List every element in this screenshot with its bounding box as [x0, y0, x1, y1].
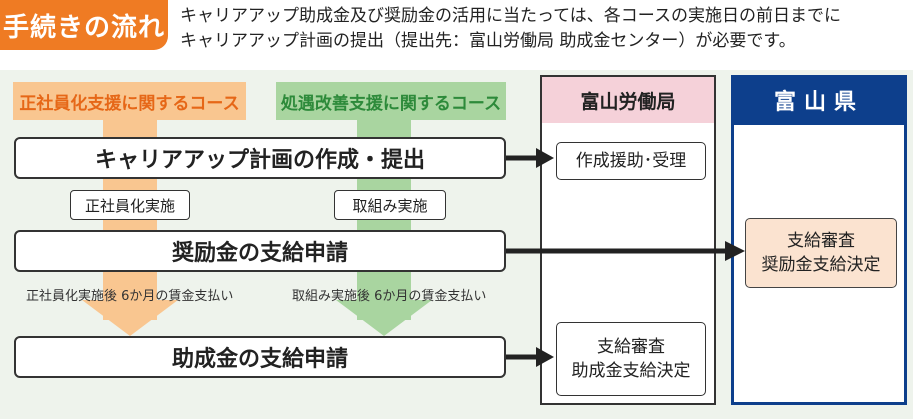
- course-b-wage-note: 取組み実施後 6か月の賃金支払い: [292, 289, 487, 304]
- labor-subsidy-decision-box: 支給審査 助成金支給決定: [556, 322, 706, 396]
- labor-subsidy-line-2: 助成金支給決定: [571, 361, 691, 381]
- labor-subsidy-line-1: 支給審査: [597, 337, 665, 357]
- prefecture-line-1: 支給審査: [787, 231, 855, 251]
- course-b-step-box: 取組み実施: [334, 190, 446, 220]
- arrow-incentive-to-prefecture-head: [725, 241, 745, 261]
- intro-text: キャリアアップ助成金及び奨励金の活用に当たっては、各コースの実施日の前日までに …: [180, 4, 905, 54]
- step-plan-submission: キャリアアップ計画の作成・提出: [14, 137, 506, 179]
- intro-line-2: キャリアアップ計画の提出（提出先：富山労働局 助成金センター）が必要です。: [180, 31, 796, 51]
- intro-line-1: キャリアアップ助成金及び奨励金の活用に当たっては、各コースの実施日の前日までに: [180, 6, 841, 26]
- prefecture-header: 富山県: [731, 75, 907, 125]
- prefecture-incentive-decision-box: 支給審査 奨励金支給決定: [745, 218, 897, 288]
- course-b-header: 処遇改善支援に関するコース: [276, 82, 506, 120]
- step-incentive-application: 奨励金の支給申請: [14, 230, 506, 272]
- arrow-plan-to-labor-head: [536, 148, 554, 168]
- course-a-step-box: 正社員化実施: [70, 190, 190, 220]
- prefecture-line-2: 奨励金支給決定: [761, 255, 881, 275]
- course-a-wage-note: 正社員化実施後 6か月の賃金支払い: [26, 289, 234, 304]
- labor-plan-action-box: 作成援助･受理: [556, 142, 706, 180]
- step-subsidy-application: 助成金の支給申請: [14, 336, 506, 378]
- course-a-header: 正社員化支援に関するコース: [13, 82, 246, 120]
- labor-bureau-header: 富山労働局: [542, 77, 714, 123]
- section-tag: 手続きの流れ: [0, 0, 168, 50]
- arrow-subsidy-to-labor-head: [536, 347, 554, 367]
